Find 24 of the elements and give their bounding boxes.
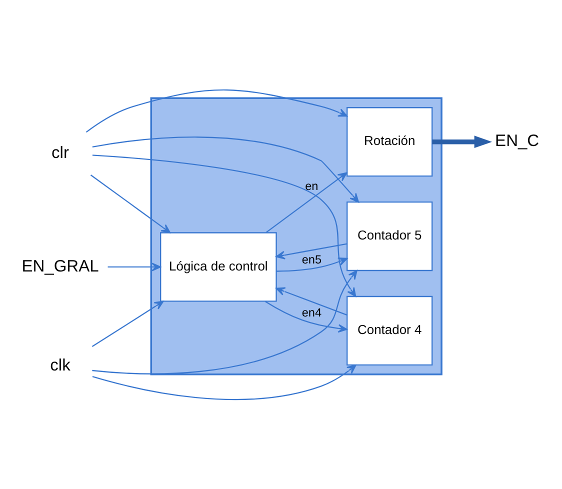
node-box: Contador 4 (346, 296, 433, 366)
arrow (92, 300, 164, 348)
node-text: clk (50, 355, 70, 374)
arrow (432, 136, 492, 148)
edge-label: en (305, 179, 318, 194)
arrow (92, 270, 358, 374)
arrow (92, 154, 356, 297)
arrow (276, 287, 348, 316)
arrow (92, 136, 360, 203)
arrow (86, 89, 348, 133)
arrow (108, 262, 161, 272)
node-box: Rotación (346, 107, 433, 177)
node-text: EN_GRAL (22, 256, 99, 276)
arrow (90, 174, 171, 234)
node-text: clr (52, 143, 69, 162)
arrow (276, 243, 348, 260)
node-box: Contador 5 (346, 201, 433, 272)
edge-label: en4 (302, 306, 322, 320)
arrow (266, 172, 348, 233)
arrow (92, 364, 356, 400)
node-text: EN_C (495, 131, 540, 150)
edge-label: en5 (302, 252, 322, 266)
arrow (265, 300, 348, 333)
node-box: Lógica de control (160, 232, 277, 302)
